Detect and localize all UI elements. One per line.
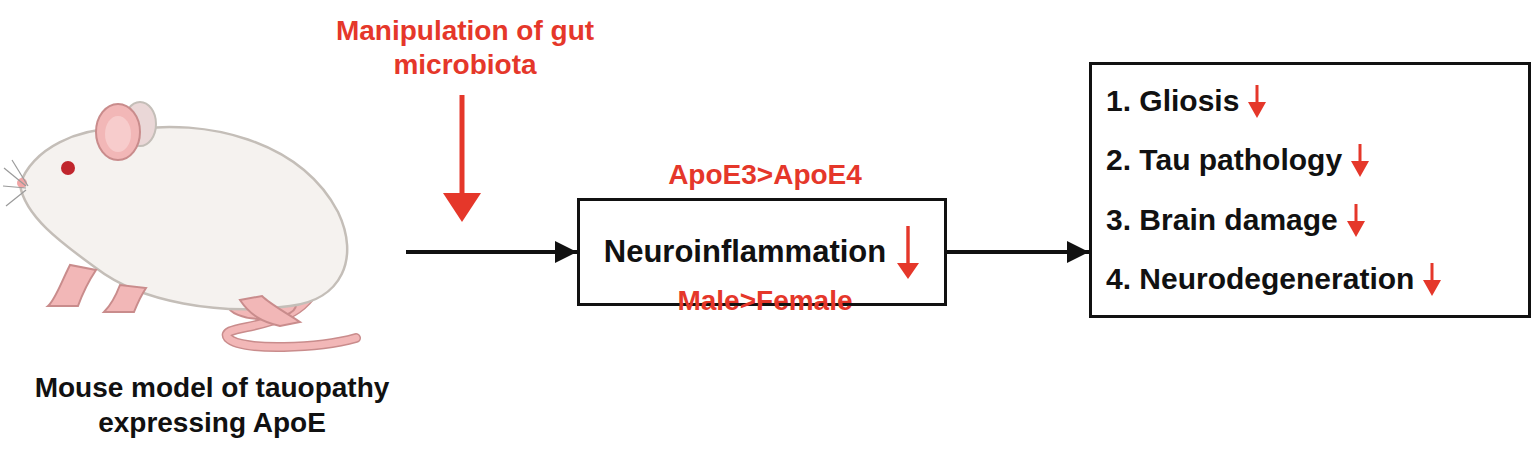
decrease-arrow-symbol (1350, 143, 1370, 177)
intervention-label: Manipulation of gut microbiota (330, 14, 600, 81)
outcome-row: 1. Gliosis (1106, 84, 1514, 118)
comparison-label: Male>Female (635, 284, 895, 318)
comparison-label: ApoE3>ApoE4 (635, 158, 895, 192)
decrease-arrow-symbol (1247, 84, 1267, 118)
box-row: Neuroinflammation (604, 225, 920, 279)
decrease-arrow-symbol (1422, 262, 1442, 296)
outcome-item: 3. Brain damage (1106, 203, 1338, 237)
outcome-item: 4. Neurodegeneration (1106, 262, 1414, 296)
flow-arrow (947, 250, 1089, 254)
outcome-row: 3. Brain damage (1106, 203, 1514, 237)
model-label: Mouse model of tauopathy expressing ApoE (18, 370, 406, 440)
outcome-box: 1. Gliosis 2. Tau pathology 3. Brain damag… (1089, 62, 1531, 318)
illustration-node: Mouse model of tauopathy expressing ApoE (18, 95, 406, 440)
intervention-arrow (443, 95, 481, 222)
outcome-row: 4. Neurodegeneration (1106, 262, 1514, 296)
outcome-row: 2. Tau pathology (1106, 143, 1514, 177)
outcome-item: 1. Gliosis (1106, 84, 1239, 118)
mouse-figure (3, 102, 356, 347)
outcome-item: 2. Tau pathology (1106, 143, 1342, 177)
process-label: Neuroinflammation (604, 234, 886, 270)
flow-arrow (406, 250, 577, 254)
decrease-arrow-symbol (1346, 203, 1366, 237)
decrease-arrow-symbol (896, 225, 920, 279)
